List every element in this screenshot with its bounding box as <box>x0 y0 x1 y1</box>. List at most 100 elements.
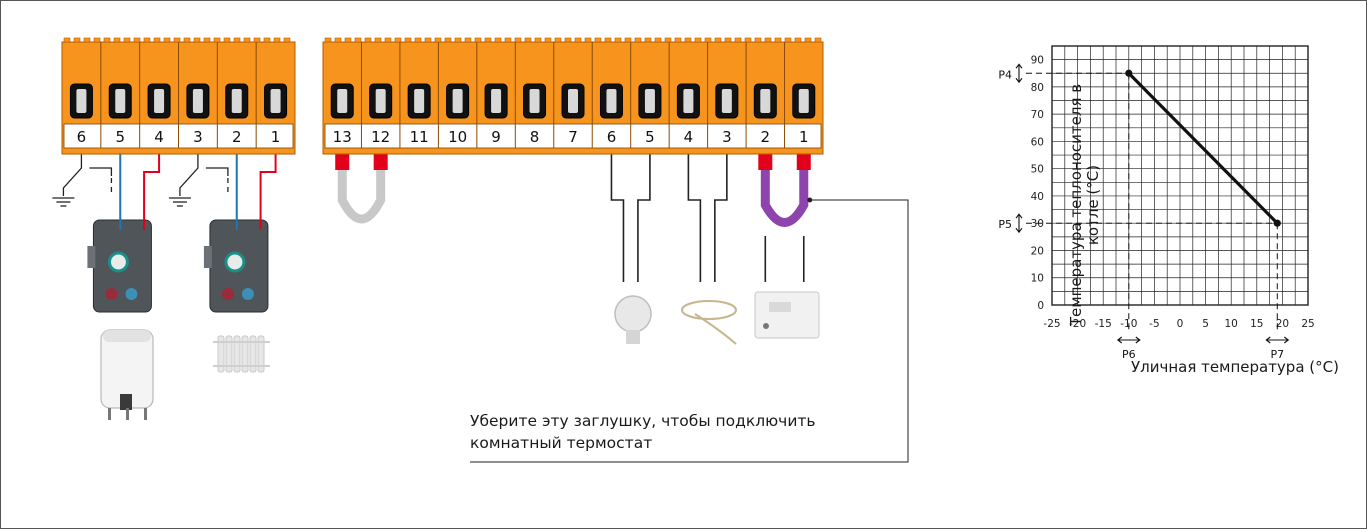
room-thermostat-icon <box>754 291 820 339</box>
pump1-valve-blue-port-icon <box>125 288 138 300</box>
pump1-valve-red-port-icon <box>105 288 118 300</box>
chart-y-tick-label: 80 <box>1031 82 1044 94</box>
radiator-fin-icon <box>225 335 233 373</box>
right-block-edge-tooth <box>324 37 332 43</box>
right-block-terminal-number: 9 <box>491 128 501 146</box>
left-block-edge-tooth <box>153 37 161 43</box>
chart-x-tick-label: 20 <box>1276 318 1289 330</box>
right-block-edge-tooth <box>734 37 742 43</box>
left-block-screw-icon <box>115 89 126 113</box>
right-block-edge-tooth <box>344 37 352 43</box>
right-block-edge-tooth <box>674 37 682 43</box>
radiator-fin-icon <box>249 335 257 373</box>
wires-layer <box>52 154 909 463</box>
right-block-edge-tooth <box>384 37 392 43</box>
left-block-edge-tooth <box>233 37 241 43</box>
left-block-screw-icon <box>270 89 281 113</box>
pump1-valve-cable-icon <box>87 246 96 268</box>
chart-y-tick-label: 90 <box>1031 55 1044 67</box>
probe-sensor-wire <box>687 154 702 282</box>
right-block-edge-tooth <box>784 37 792 43</box>
right-block-terminal-number: 8 <box>530 128 540 146</box>
outdoor-sensor-wire <box>637 154 651 282</box>
chart-param-label: P5 <box>998 218 1012 231</box>
left-block-edge-tooth <box>143 37 151 43</box>
right-block-edge-tooth <box>444 37 452 43</box>
chart-param-label: P6 <box>1122 348 1136 361</box>
chart-x-tick-label: 15 <box>1250 318 1263 330</box>
left-block-edge-tooth <box>223 37 231 43</box>
note-leader-line <box>470 199 909 463</box>
right-block-screw-icon <box>529 89 540 113</box>
right-block-edge-tooth <box>494 37 502 43</box>
right-block-edge-tooth <box>594 37 602 43</box>
right-block-screw-icon <box>760 89 771 113</box>
chart-param-arrow-icon <box>1015 63 1023 84</box>
right-block-edge-tooth <box>664 37 672 43</box>
right-block-edge-tooth <box>424 37 432 43</box>
right-block-screw-icon <box>337 89 348 113</box>
devices-layer <box>87 219 820 420</box>
pump2-valve-dial-icon <box>224 251 246 273</box>
right-block-terminal-number: 12 <box>371 128 390 146</box>
right-block-edge-tooth <box>504 37 512 43</box>
chart-y-tick-label: 30 <box>1031 218 1044 230</box>
right-block-edge-tooth <box>624 37 632 43</box>
left-block-screw-icon <box>231 89 242 113</box>
radiator-fin-icon <box>257 335 265 373</box>
chart-param-label: P7 <box>1270 348 1284 361</box>
earth-wire <box>89 167 113 176</box>
chart-x-tick-label: 5 <box>1202 318 1209 330</box>
probe-cable-tail-icon <box>694 313 737 345</box>
pump2-valve-blue-port-icon <box>241 288 254 300</box>
right-block-screw-icon <box>606 89 617 113</box>
right-block-edge-tooth <box>524 37 532 43</box>
left-block-edge-tooth <box>263 37 271 43</box>
chart-x-tick-label: 25 <box>1301 318 1314 330</box>
grey-jumper-tip <box>373 154 388 170</box>
right-block-edge-tooth <box>434 37 442 43</box>
chart-param-arrow-icon <box>1116 336 1141 344</box>
room-thermostat-display-icon <box>769 302 791 312</box>
grey-jumper-tip <box>335 154 350 170</box>
right-block-screw-icon <box>644 89 655 113</box>
right-block-edge-tooth <box>774 37 782 43</box>
chart-x-axis-title: Уличная температура (°C) <box>1131 358 1339 376</box>
left-block-edge-tooth <box>73 37 81 43</box>
right-block-terminal-number: 13 <box>333 128 352 146</box>
left-block-screw-icon <box>154 89 165 113</box>
chart-y-tick-label: 70 <box>1031 109 1044 121</box>
heating-curve-line <box>1127 72 1279 225</box>
right-block-terminal-number: 4 <box>684 128 694 146</box>
left-block-edge-tooth <box>63 37 71 43</box>
chart-y-tick-label: 40 <box>1031 191 1044 203</box>
purple-jumper <box>760 159 809 227</box>
right-block-edge-tooth <box>374 37 382 43</box>
right-block-edge-tooth <box>484 37 492 43</box>
chart-y-tick-label: 10 <box>1031 273 1044 285</box>
left-block-terminal-number: 2 <box>232 128 242 146</box>
right-block-edge-tooth <box>414 37 422 43</box>
right-block-edge-tooth <box>564 37 572 43</box>
water-heater-leg-icon <box>126 408 129 420</box>
ground-wire <box>179 154 199 196</box>
left-block-edge-tooth <box>253 37 261 43</box>
right-block-edge-tooth <box>394 37 402 43</box>
left-block-edge-tooth <box>283 37 291 43</box>
right-block-edge-tooth <box>644 37 652 43</box>
left-block-edge-tooth <box>273 37 281 43</box>
right-block-edge-tooth <box>464 37 472 43</box>
chart-x-tick-label: -15 <box>1095 318 1112 330</box>
pump1-valve-dial-icon <box>107 251 129 273</box>
right-block-edge-tooth <box>764 37 772 43</box>
right-block-edge-tooth <box>604 37 612 43</box>
right-block-edge-tooth <box>744 37 752 43</box>
right-block-edge-tooth <box>634 37 642 43</box>
left-block-edge-tooth <box>203 37 211 43</box>
red-wire <box>143 154 161 230</box>
right-block-edge-tooth <box>474 37 482 43</box>
left-block-edge-tooth <box>83 37 91 43</box>
right-block-terminal-number: 6 <box>607 128 617 146</box>
